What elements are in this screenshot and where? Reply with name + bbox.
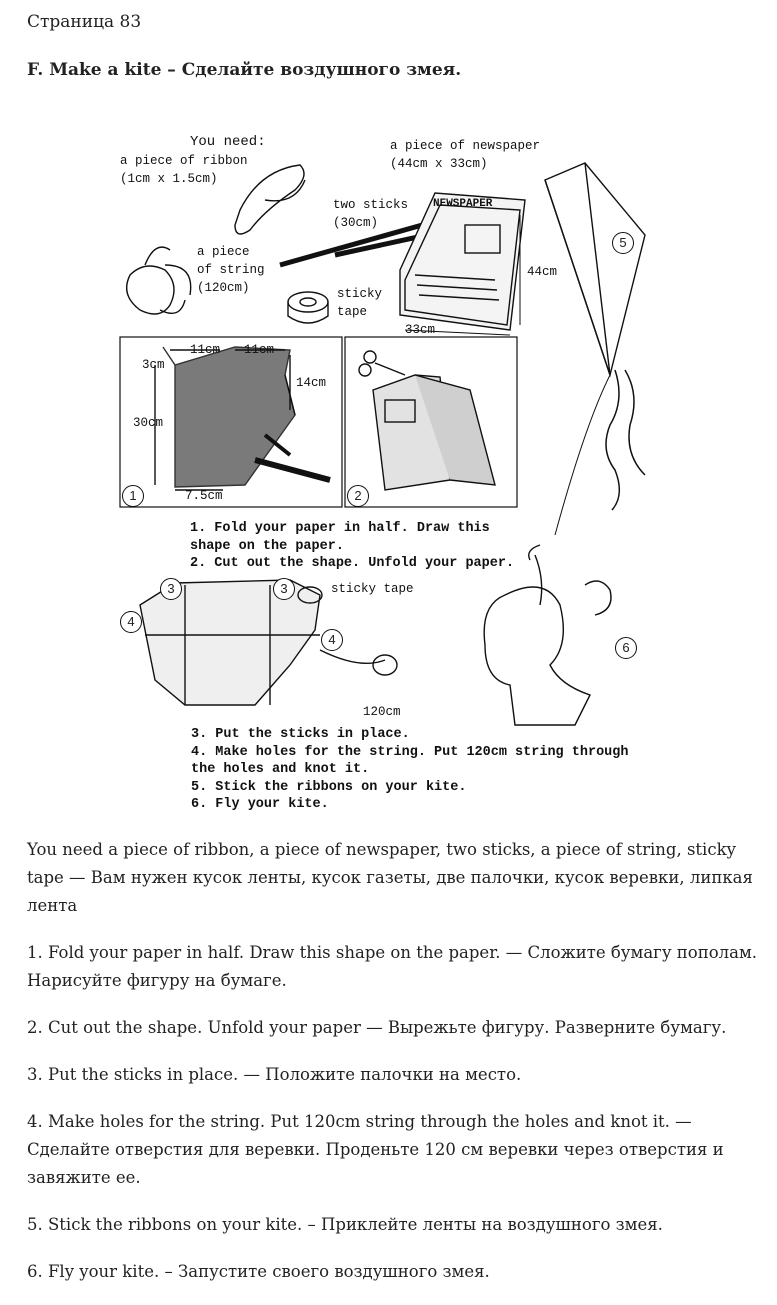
paragraph-step-4: 4. Make holes for the string. Put 120cm …	[27, 1112, 724, 1187]
ribbon-drawing	[234, 164, 306, 235]
steps-3-6-text: 3. Put the sticks in place. 4. Make hole…	[191, 727, 629, 812]
sticky-tape-label: sticky tape	[331, 582, 414, 596]
step-number-5: 5	[612, 232, 634, 254]
step-number-6: 6	[615, 637, 637, 659]
dim-14cm: 14cm	[296, 376, 327, 390]
dim-11cm-left: 11cm	[190, 343, 221, 357]
kite-string	[554, 374, 611, 536]
stick-1	[279, 217, 441, 268]
dim-30cm: 30cm	[133, 416, 164, 430]
step-number-4-left: 4	[120, 611, 142, 633]
tape-roll-drawing	[287, 291, 329, 313]
step-number-1: 1	[122, 485, 144, 507]
paragraph-step-6: 6. Fly your kite. – Запустите своего воз…	[27, 1262, 490, 1281]
flying-kite-drawing	[544, 162, 646, 378]
dim-33cm: 33cm	[405, 323, 436, 337]
tape-label: sticky tape	[337, 287, 383, 319]
step2-panel	[344, 336, 518, 508]
boy-drawing	[483, 586, 591, 726]
translation-content: You need a piece of ribbon, a piece of n…	[27, 836, 762, 1305]
paragraph-step-2: 2. Cut out the shape. Unfold your paper …	[27, 1018, 727, 1037]
paragraph-step-3: 3. Put the sticks in place. — Положите п…	[27, 1065, 522, 1084]
paragraph-step-5: 5. Stick the ribbons on your kite. – При…	[27, 1215, 663, 1234]
dim-11cm-right: 11cm	[244, 343, 275, 357]
you-need-label: You need:	[190, 134, 266, 150]
step-number-3-right: 3	[273, 578, 295, 600]
newspaper-title: NEWSPAPER	[433, 198, 493, 210]
dim-7-5cm: 7.5cm	[185, 489, 223, 503]
steps-1-2-text: 1. Fold your paper in half. Draw this sh…	[190, 521, 515, 571]
ribbon-label: a piece of ribbon (1cm x 1.5cm)	[120, 154, 248, 186]
step-number-4-right: 4	[321, 629, 343, 651]
kite-instructions-illustration: You need: a piece of ribbon (1cm x 1.5cm…	[115, 125, 655, 815]
paragraph-step-1: 1. Fold your paper in half. Draw this sh…	[27, 943, 758, 990]
newspaper-label: a piece of newspaper (44cm x 33cm)	[390, 139, 541, 171]
paragraph-materials: You need a piece of ribbon, a piece of n…	[27, 840, 753, 915]
newspaper-drawing	[399, 192, 526, 331]
dim-44cm: 44cm	[527, 265, 558, 279]
page-number: Страница 83	[27, 12, 142, 32]
dim-120cm: 120cm	[363, 705, 401, 719]
kite-drawing	[119, 162, 646, 726]
step-number-2: 2	[347, 485, 369, 507]
string-bundle-drawing	[126, 246, 192, 315]
step-number-3-left: 3	[160, 578, 182, 600]
exercise-heading: F. Make a kite – Сделайте воздушного зме…	[27, 60, 462, 80]
sticks-label: two sticks (30cm)	[333, 198, 409, 230]
dim-3cm: 3cm	[142, 358, 165, 372]
step1-panel	[119, 336, 343, 508]
string-label: a piece of string (120cm)	[197, 245, 265, 295]
